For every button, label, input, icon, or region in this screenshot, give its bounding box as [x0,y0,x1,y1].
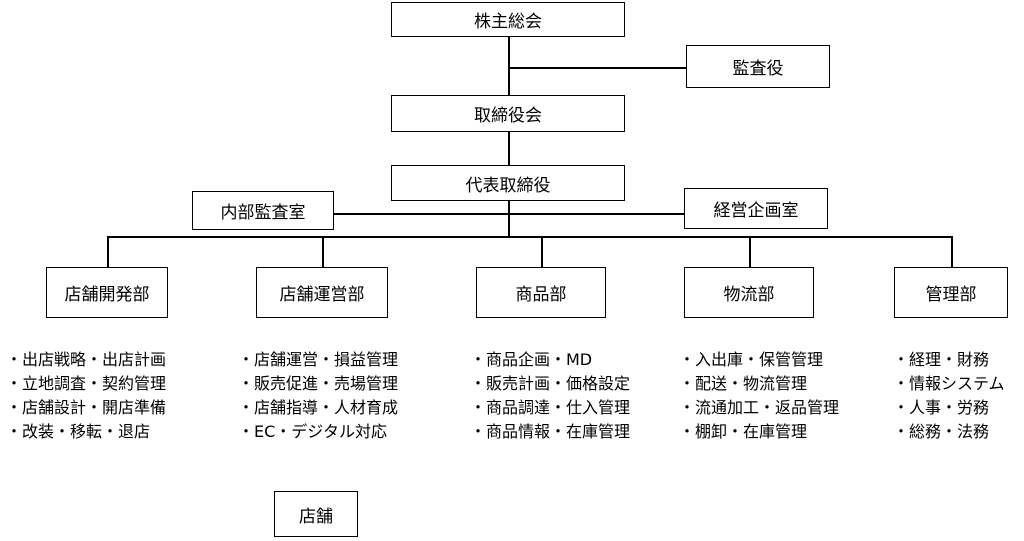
duty-item: ・流通加工・返品管理 [679,398,840,417]
dept-logistics: 物流部 [684,267,814,318]
dept-merchandise: 商品部 [476,267,606,318]
duties-merchandise: ・商品企画・MD ・販売計画・価格設定 ・商品調達・仕入管理 ・商品情報・在庫管… [470,348,630,444]
duty-item: ・配送・物流管理 [679,374,808,393]
connector-dept-4 [749,236,751,267]
connector-main-top [508,36,510,95]
duties-logistics: ・入出庫・保管管理 ・配送・物流管理 ・流通加工・返品管理 ・棚卸・在庫管理 [679,348,839,444]
connector-board-ceo [508,131,510,166]
board-box: 取締役会 [391,95,625,132]
duties-store-operations: ・店舗運営・損益管理 ・販売促進・売場管理 ・店舗指導・人材育成 ・EC・デジタ… [238,348,398,444]
store-box: 店舗 [274,491,358,537]
dept-administration: 管理部 [894,267,1008,318]
duty-item: ・店舗運営・損益管理 [238,350,399,369]
connector-auditor [508,67,686,69]
duty-item: ・販売計画・価格設定 [470,374,631,393]
dept-store-development: 店舗開発部 [46,267,168,318]
connector-dept-2 [322,236,324,267]
duty-item: ・商品情報・在庫管理 [470,422,631,441]
duty-item: ・棚卸・在庫管理 [679,422,808,441]
internal-audit-box: 内部監査室 [192,191,334,230]
duty-item: ・EC・デジタル対応 [238,422,387,441]
duty-item: ・店舗指導・人材育成 [238,398,399,417]
dept-store-operations: 店舗運営部 [256,267,388,318]
ceo-box: 代表取締役 [391,165,625,201]
duties-store-development: ・出店戦略・出店計画 ・立地調査・契約管理 ・店舗設計・開店準備 ・改装・移転・… [6,348,166,444]
auditor-box: 監査役 [686,45,830,88]
duty-item: ・商品調達・仕入管理 [470,398,631,417]
connector-staff [334,213,684,215]
connector-dept-1 [107,236,109,267]
duty-item: ・販売促進・売場管理 [238,374,399,393]
connector-dept-5 [951,236,953,267]
duty-item: ・人事・労務 [893,398,990,417]
duty-item: ・経理・財務 [893,350,990,369]
connector-ceo-depts [508,200,510,236]
connector-dept-3 [541,236,543,267]
connector-dept-bus [107,236,951,238]
duty-item: ・情報システム [893,374,1005,393]
duties-administration: ・経理・財務 ・情報システム ・人事・労務 ・総務・法務 [893,348,1005,444]
duty-item: ・改装・移転・退店 [6,422,151,441]
duty-item: ・総務・法務 [893,422,990,441]
duty-item: ・出店戦略・出店計画 [6,350,167,369]
duty-item: ・商品企画・MD [470,350,593,369]
planning-box: 経営企画室 [684,188,828,229]
duty-item: ・立地調査・契約管理 [6,374,167,393]
shareholders-box: 株主総会 [391,2,625,37]
duty-item: ・店舗設計・開店準備 [6,398,167,417]
duty-item: ・入出庫・保管管理 [679,350,824,369]
